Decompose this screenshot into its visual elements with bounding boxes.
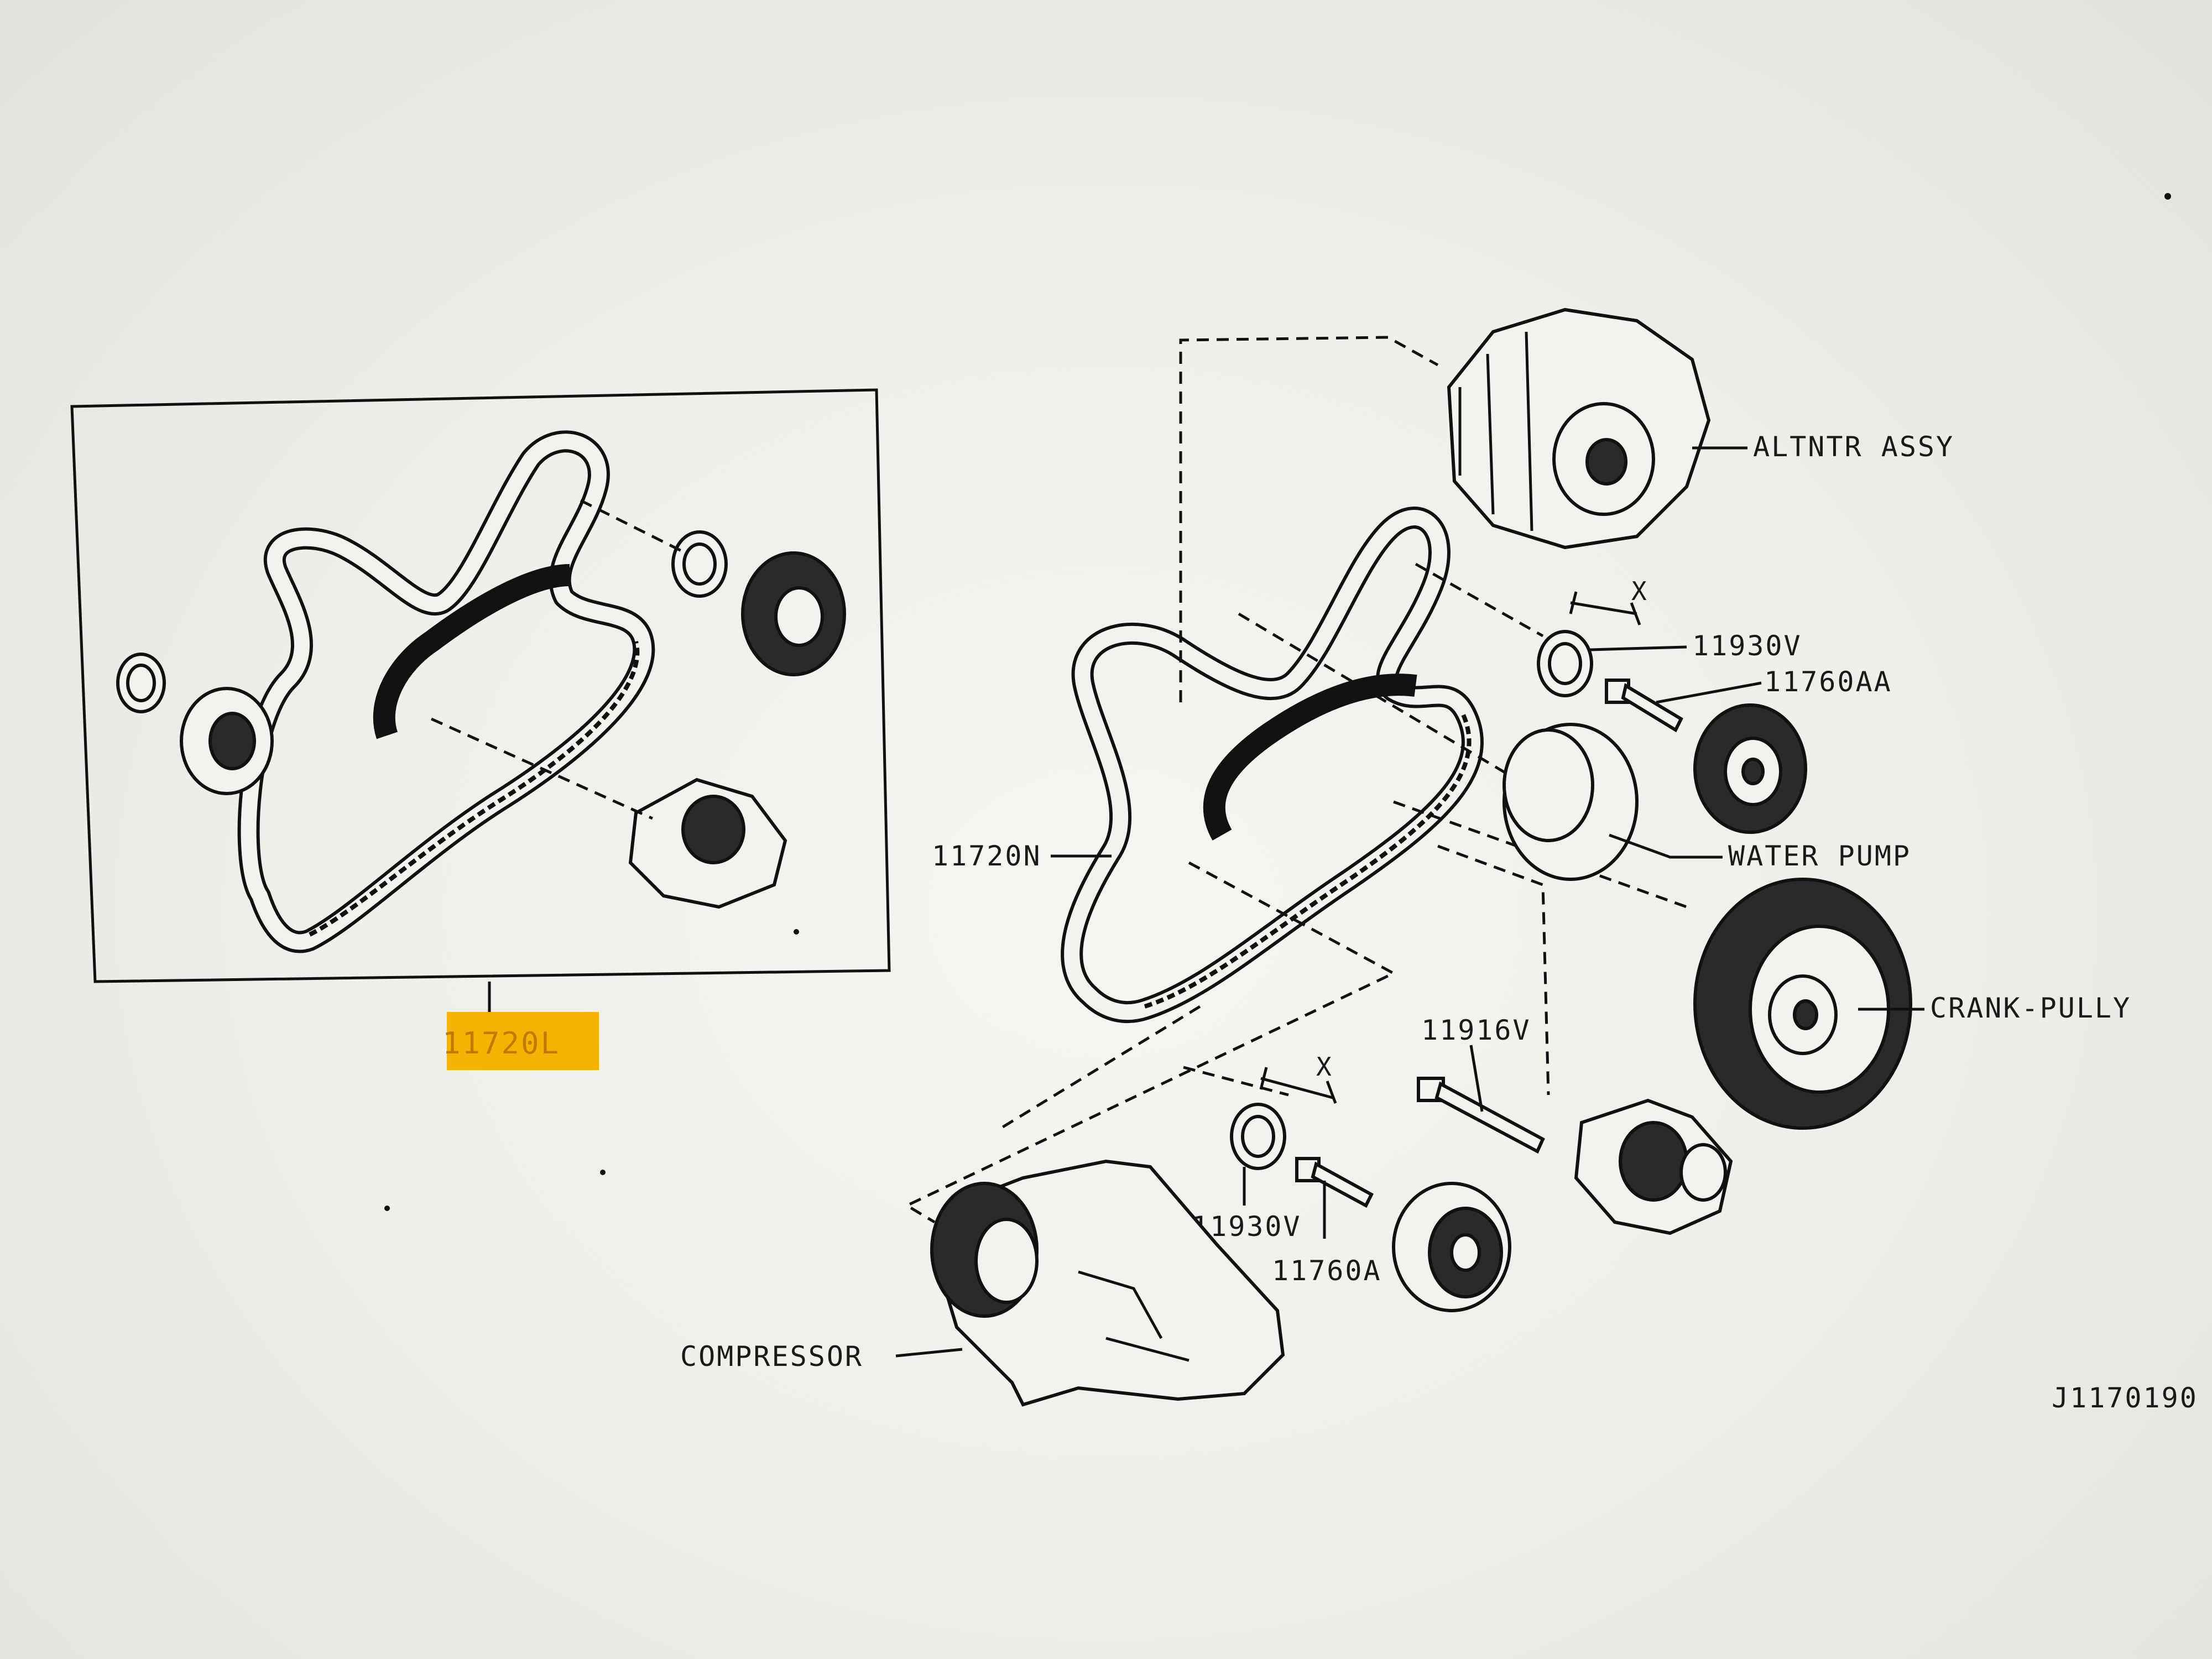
- dimension-x-top: X: [1631, 576, 1648, 606]
- alternator: [1447, 307, 1711, 550]
- label-crank-pully: CRANK-PULLY: [1930, 992, 2131, 1024]
- label-altntr-assy: ALTNTR ASSY: [1753, 431, 1954, 463]
- tensioner-assembly: [1574, 1098, 1733, 1235]
- bolt-11760aa: [1605, 679, 1683, 733]
- idler-pulley-lower: [1392, 1182, 1511, 1312]
- bolt-11916v: [1417, 1077, 1545, 1154]
- belt-11720n: [1061, 507, 1484, 1024]
- label-11720n: 11720N: [932, 840, 1042, 872]
- label-11760aa: 11760AA: [1764, 666, 1892, 698]
- label-water-pump: WATER PUMP: [1728, 840, 1911, 872]
- bolt-11760a: [1295, 1157, 1374, 1208]
- label-11916v: 11916V: [1421, 1014, 1531, 1046]
- label-11760a: 11760A: [1272, 1255, 1382, 1287]
- compressor: [930, 1159, 1285, 1407]
- inset-box-11720l: [70, 388, 891, 1012]
- label-11720l: 11720L: [442, 1026, 560, 1061]
- figure-code: J1170190: [2052, 1382, 2198, 1414]
- label-compressor: COMPRESSOR: [680, 1340, 863, 1373]
- highlight-11720l: [447, 1012, 599, 1070]
- dimension-x-bottom: X: [1316, 1052, 1333, 1082]
- crank-pulley: [1693, 878, 1912, 1130]
- label-11930v-top: 11930V: [1692, 630, 1802, 662]
- water-pump-ring: [1503, 723, 1639, 881]
